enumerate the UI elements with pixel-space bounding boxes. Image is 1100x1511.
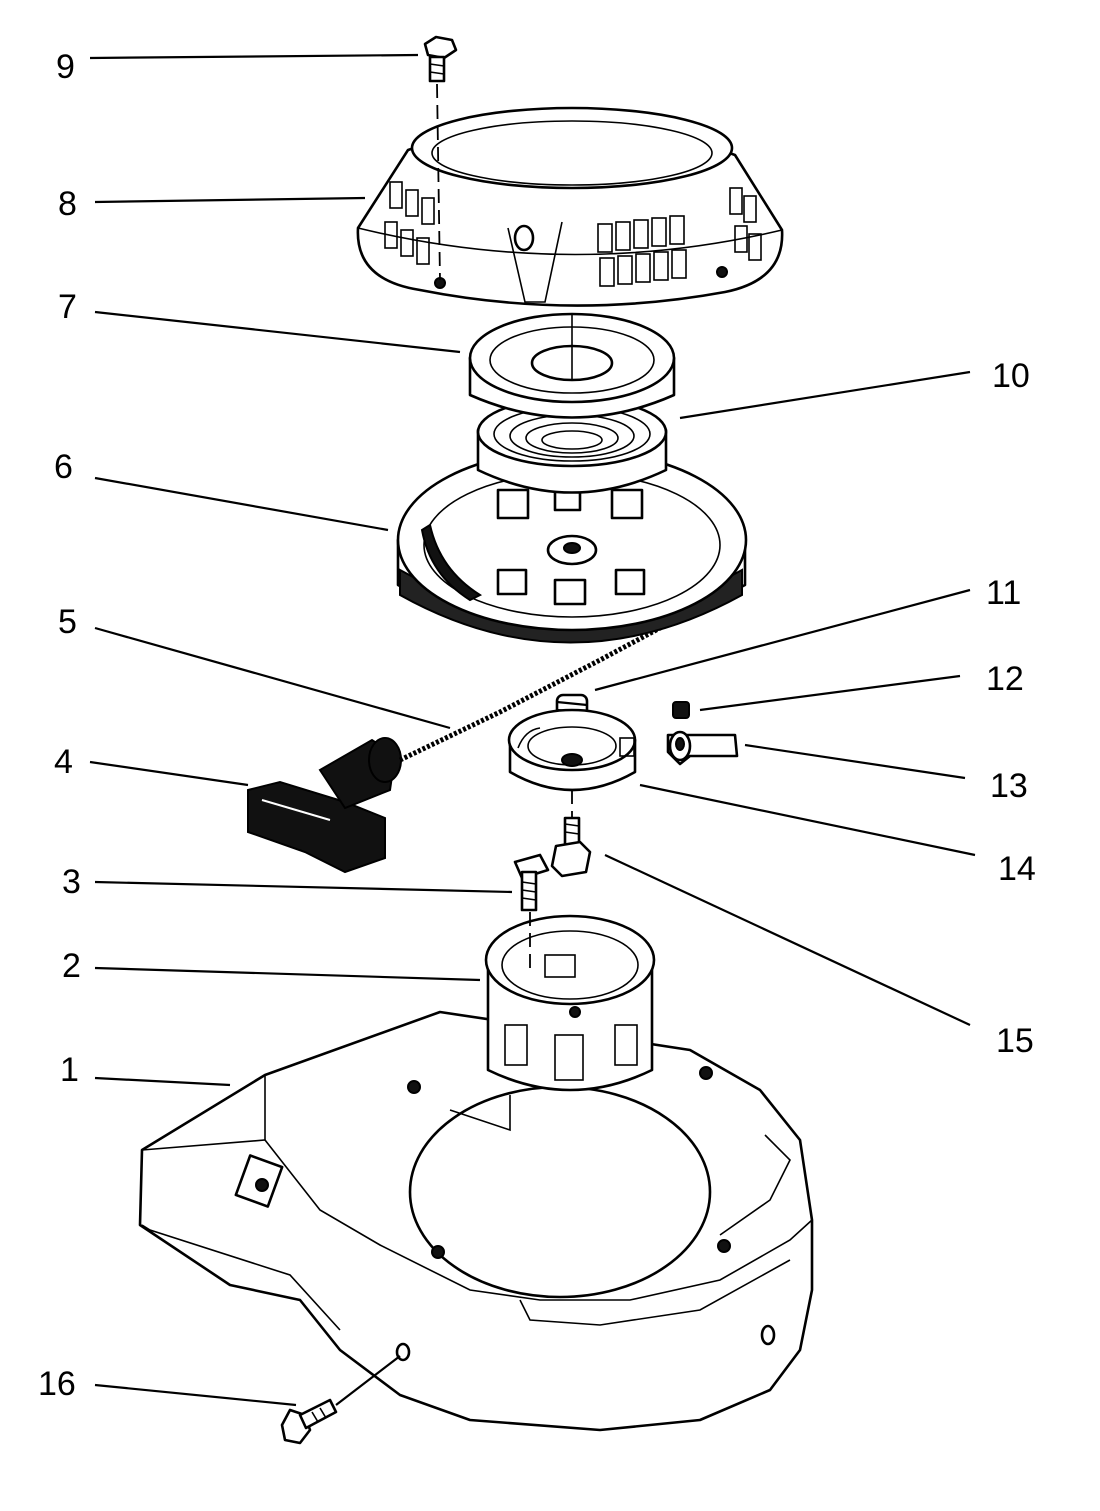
callout-6: 6 [54,448,73,486]
part-6-pulley [396,448,748,644]
housing-vent-slots-left [384,181,435,265]
callout-14: 14 [998,850,1036,888]
leader-lines [89,53,976,1407]
part-8-starter-housing [356,106,784,307]
callout-7: 7 [58,288,77,326]
callout-16: 16 [38,1365,76,1403]
callout-15: 15 [996,1022,1034,1060]
part-14-ratchet [507,708,637,820]
callout-1: 1 [60,1051,79,1089]
housing-vent-slots-right [729,187,762,261]
callout-12: 12 [986,660,1024,698]
part-7-spring-cover [468,312,676,419]
part-3-bolt [513,853,550,970]
part-16-side-screw [280,1355,401,1445]
callout-13: 13 [990,767,1028,805]
part-12-tiny-spring [672,701,690,719]
callout-9: 9 [56,48,75,86]
callout-8: 8 [58,185,77,223]
callout-11: 11 [986,574,1021,612]
part-4-handle [247,737,402,874]
callout-labels: 9 8 7 6 5 4 3 2 1 10 11 12 13 14 15 16 [38,48,1036,1403]
part-5-rope [398,609,692,763]
part-2-starter-cup [484,914,656,1092]
callout-10: 10 [992,357,1030,395]
callout-5: 5 [58,603,77,641]
housing-vent-slots-center [597,215,687,287]
part-1-housing [138,1010,814,1432]
part-15-shoulder-bolt [550,816,592,878]
part-9-screw [423,35,458,281]
callout-4: 4 [54,743,73,781]
part-10-spring [476,396,668,494]
callout-3: 3 [62,863,81,901]
callout-2: 2 [62,947,81,985]
part-13-pawl [666,730,739,766]
